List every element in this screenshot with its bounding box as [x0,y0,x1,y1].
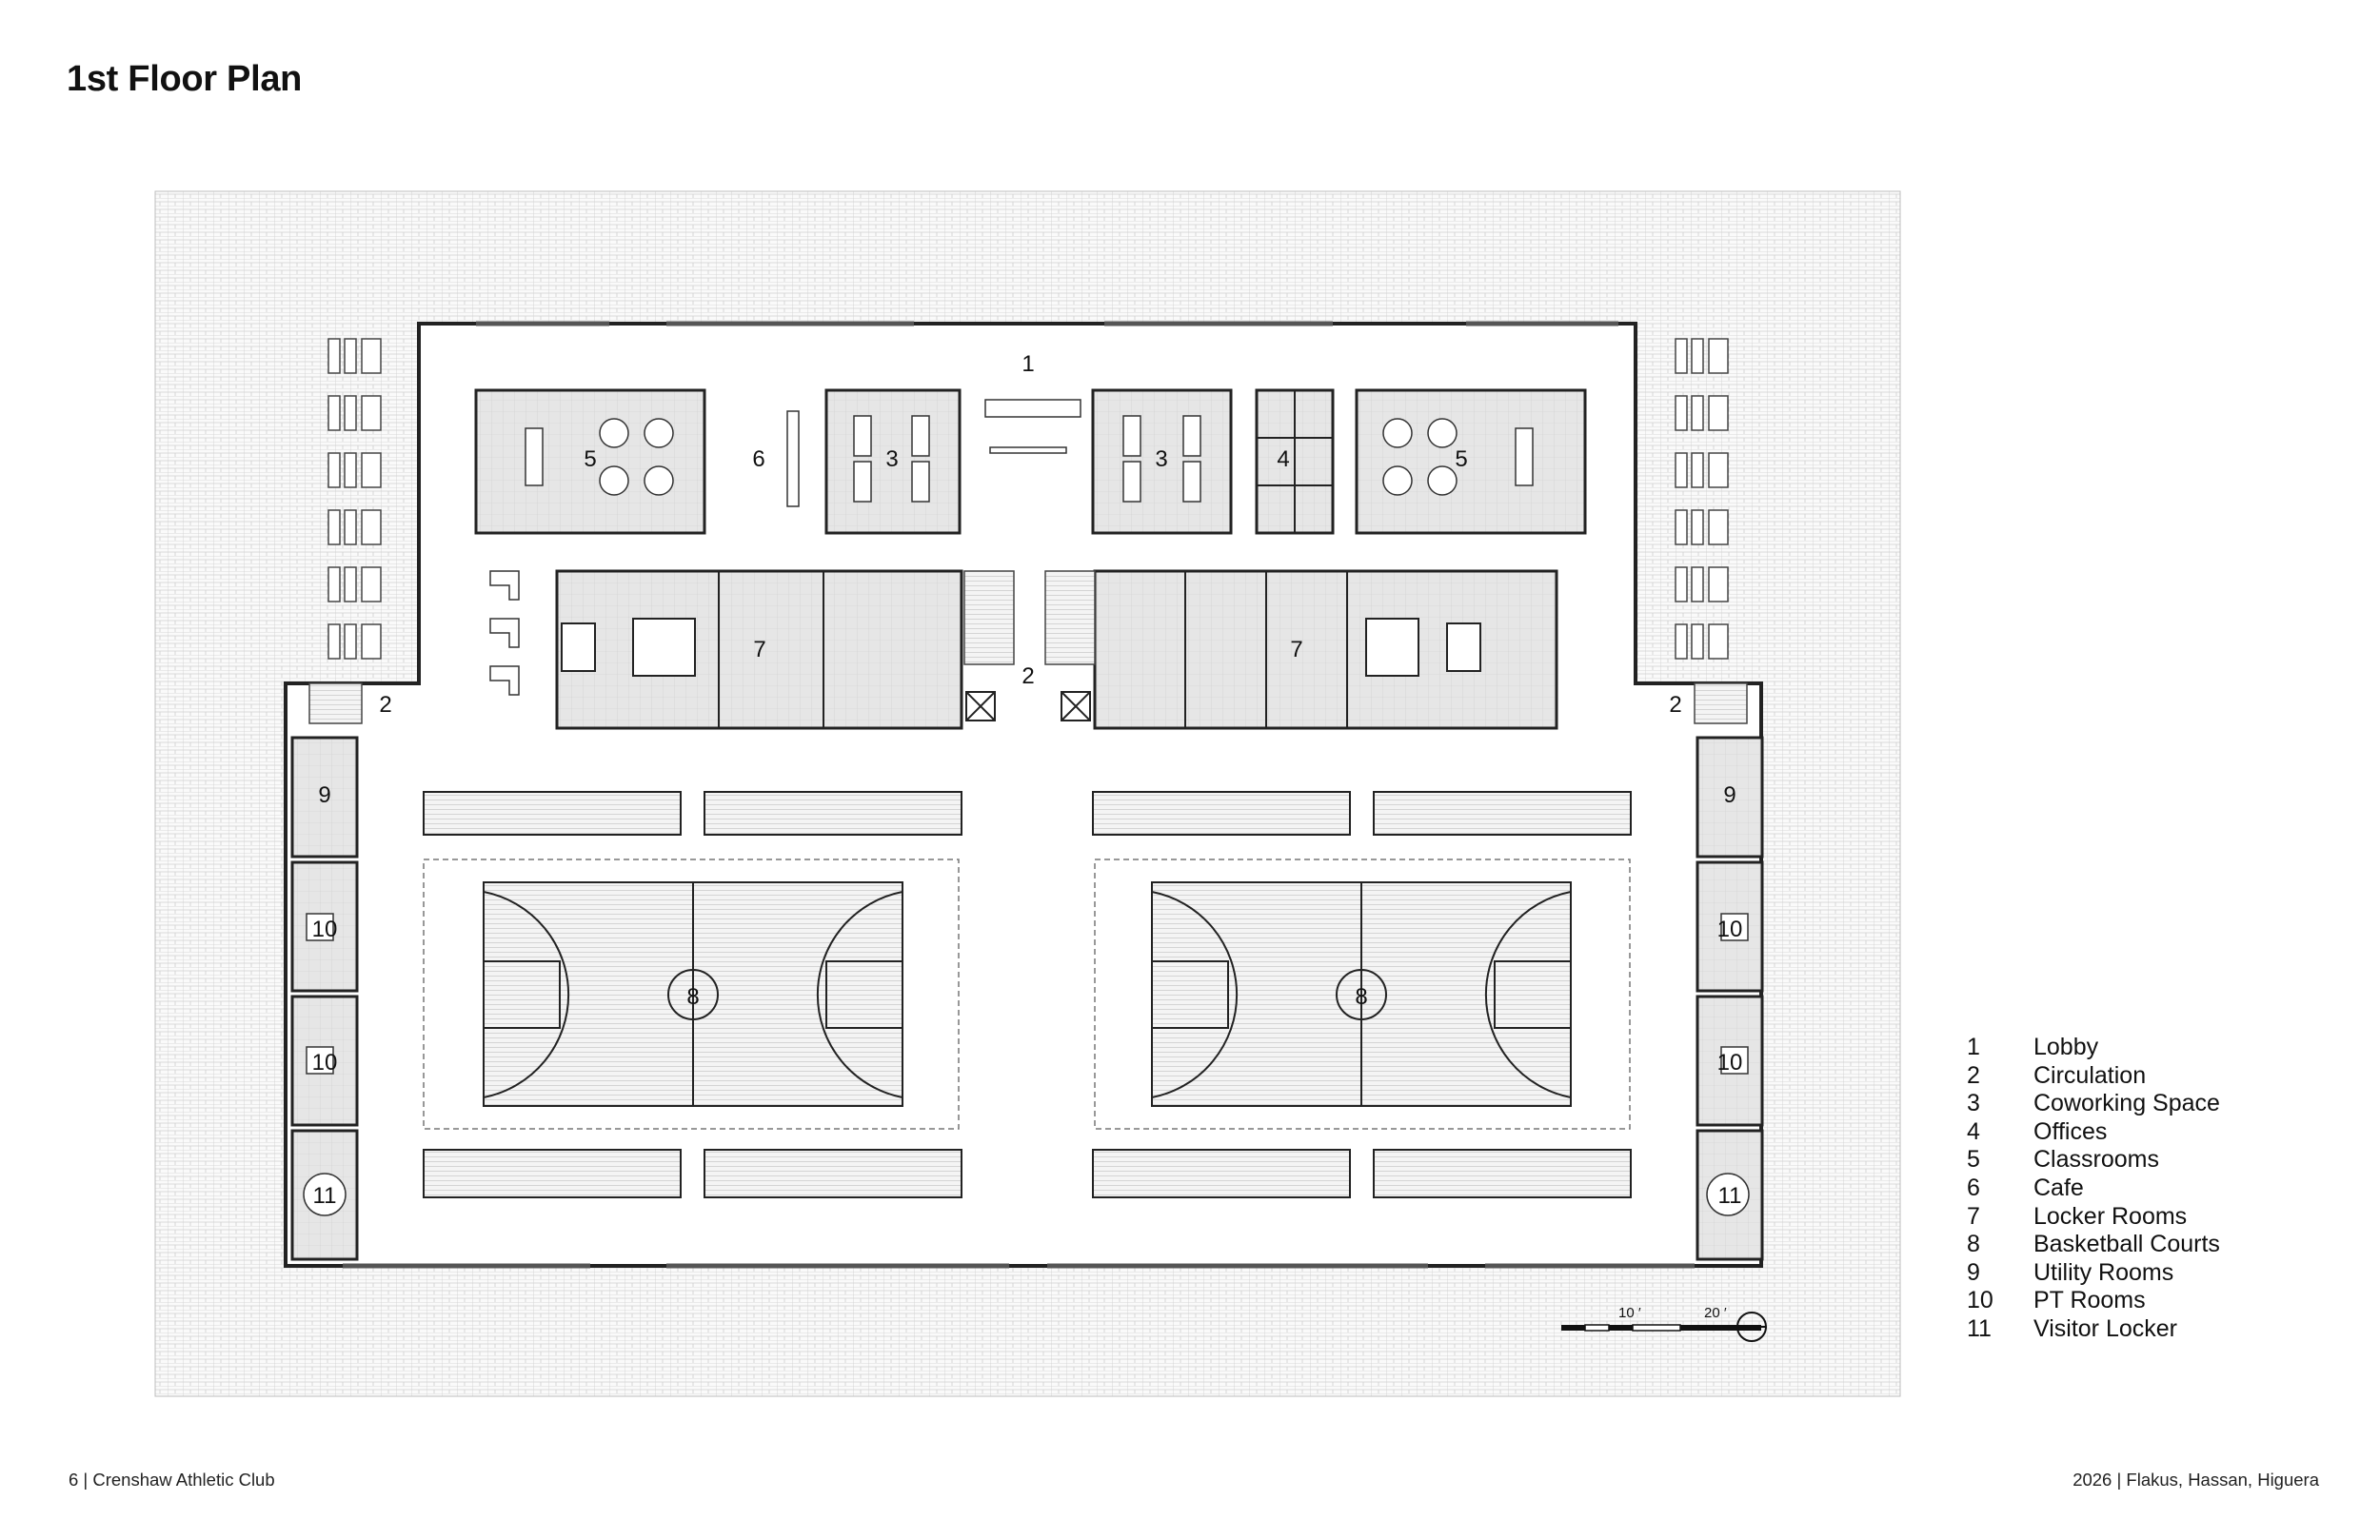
legend-number: 8 [1967,1231,1980,1258]
room-label-court-left: 8 [686,984,699,1010]
legend-number: 3 [1967,1090,1980,1117]
room-label-lobby: 1 [1021,351,1034,377]
room-legend: 1 Lobby 2 Circulation 3 Coworking Space 4 Offic… [1954,1034,2220,1344]
room-label-cafe: 6 [752,446,764,472]
north-arrow-icon [1736,1312,1767,1342]
legend-number: 5 [1967,1146,1980,1174]
central-stairs [963,570,1096,665]
lounge-seating [489,570,520,696]
legend-item: 10 PT Rooms [1954,1287,2220,1315]
room-label-pt-right-1: 10 [1717,917,1743,942]
window-marks [343,321,1695,1269]
locker-room-partitions [561,571,1481,728]
room-label-coworking-right: 3 [1155,446,1167,472]
legend-room-name: Classrooms [2033,1146,2159,1174]
legend-item: 3 Coworking Space [1954,1090,2220,1118]
legend-number: 6 [1967,1174,1980,1201]
legend-room-name: Basketball Courts [2033,1231,2220,1258]
room-label-locker-right: 7 [1290,637,1302,662]
legend-room-name: Utility Rooms [2033,1258,2174,1286]
classroom-tables [525,418,1534,496]
legend-number: 7 [1967,1202,1980,1230]
entry-stairs [308,682,1748,724]
legend-item: 11 Visitor Locker [1954,1315,2220,1344]
legend-number: 1 [1967,1034,1980,1060]
scale-label-10: 10 ′ [1618,1305,1641,1321]
footer-page-info: 6 | Crenshaw Athletic Club [69,1470,275,1490]
room-label-pt-left-1: 10 [312,917,338,942]
legend-room-name: Locker Rooms [2033,1202,2188,1230]
room-label-visitor-right: 11 [1718,1183,1742,1209]
room-label-offices: 4 [1277,446,1289,472]
office-partitions [1257,390,1333,533]
room-label-utility-right: 9 [1723,782,1735,808]
legend-item: 5 Classrooms [1954,1146,2220,1175]
room-label-pt-right-2: 10 [1717,1050,1743,1076]
page-title: 1st Floor Plan [67,59,303,99]
legend-item: 4 Offices [1954,1118,2220,1147]
footer-credits: 2026 | Flakus, Hassan, Higuera [2073,1470,2319,1490]
coworking-desks [853,415,1201,503]
room-label-circulation-left: 2 [379,692,391,718]
legend-number: 9 [1967,1258,1980,1286]
legend-number: 2 [1967,1061,1980,1089]
legend-item: 7 Locker Rooms [1954,1203,2220,1232]
scale-bar: 10 ′ 20 ′ [1561,1305,1761,1332]
visitor-locker-seating [303,1173,1750,1216]
room-label-locker-left: 7 [753,637,765,662]
room-label-court-right: 8 [1355,984,1367,1010]
legend-room-name: Circulation [2033,1061,2147,1089]
room-label-visitor-left: 11 [313,1183,337,1209]
legend-item: 2 Circulation [1954,1062,2220,1091]
legend-room-name: Visitor Locker [2033,1314,2177,1342]
legend-item: 6 Cafe [1954,1175,2220,1203]
room-label-classroom-left: 5 [584,446,596,472]
legend-room-name: Cafe [2033,1174,2084,1201]
room-label-utility-left: 9 [318,782,330,808]
room-label-classroom-right: 5 [1455,446,1467,472]
legend-item: 9 Utility Rooms [1954,1259,2220,1288]
bleachers [423,791,1632,1198]
room-label-circulation-right: 2 [1669,692,1681,718]
cafe-furniture [786,399,1081,507]
room-label-circulation-center: 2 [1021,663,1034,689]
room-label-coworking-left: 3 [885,446,898,472]
room-label-pt-left-2: 10 [312,1050,338,1076]
legend-item: 1 Lobby [1954,1034,2220,1062]
elevators [965,691,1091,721]
court-boundaries [423,859,1631,1130]
court-markings [483,882,1572,1106]
legend-item: 8 Basketball Courts [1954,1231,2220,1259]
scale-label-20: 20 ′ [1704,1305,1727,1321]
exterior-stalls [327,338,1729,660]
legend-number: 10 [1967,1287,1993,1314]
pt-benches [306,913,1749,1075]
legend-room-name: PT Rooms [2033,1287,2146,1314]
legend-room-name: Lobby [2033,1034,2099,1060]
legend-number: 4 [1967,1117,1980,1145]
legend-room-name: Offices [2033,1117,2108,1145]
legend-room-name: Coworking Space [2033,1090,2220,1117]
upper-rooms [474,388,1587,535]
legend-number: 11 [1967,1314,1992,1342]
